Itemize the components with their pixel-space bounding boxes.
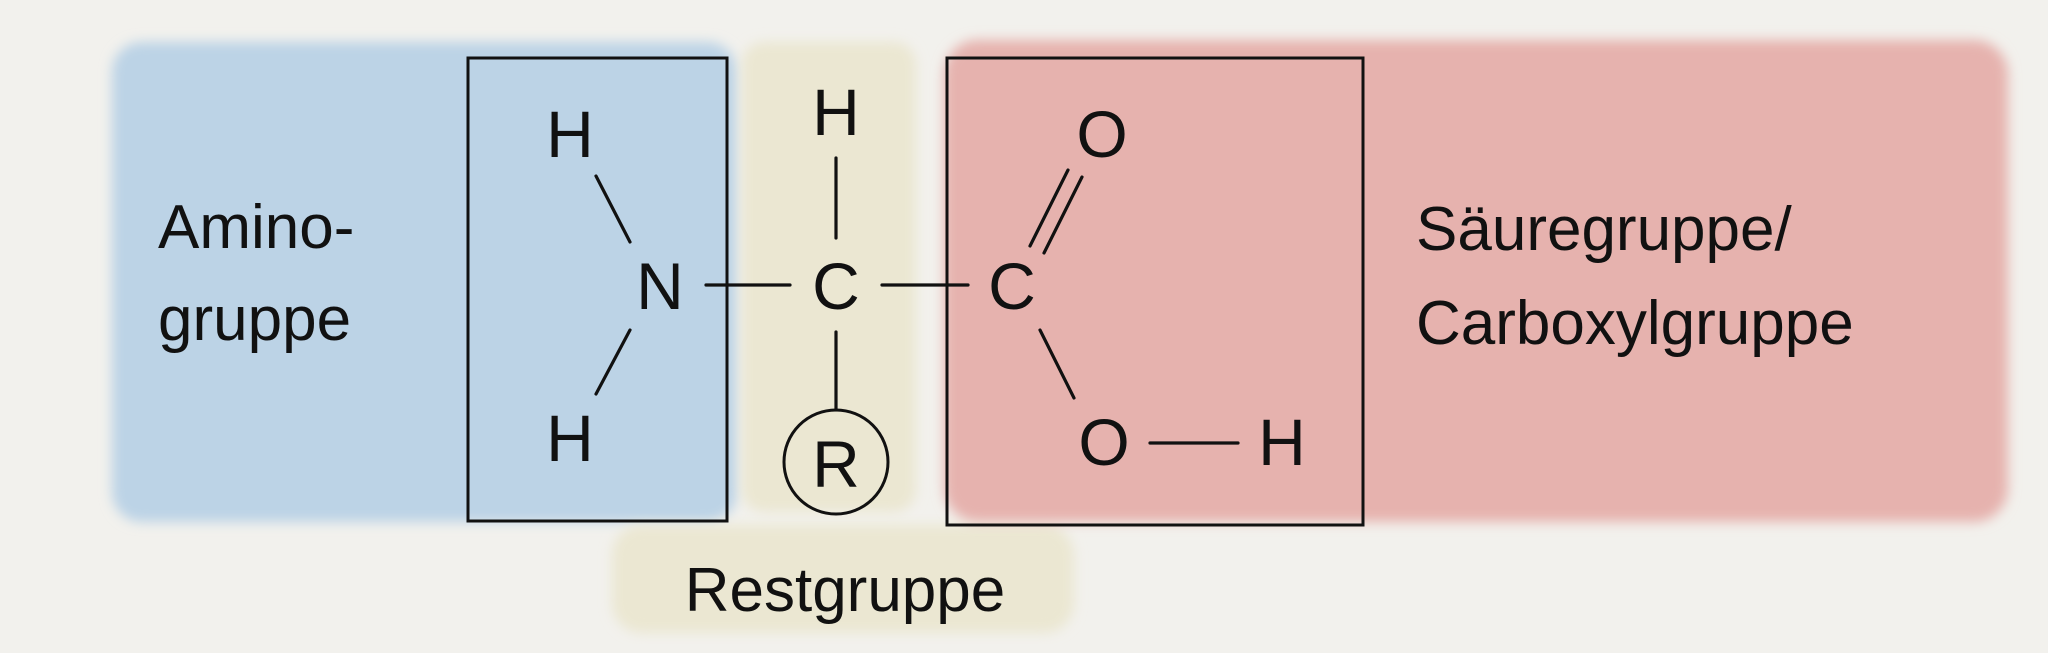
- atom-h-top-left: H: [546, 97, 594, 171]
- amino-group-highlight: [112, 42, 737, 522]
- rest-label: Restgruppe: [685, 556, 1006, 625]
- carboxyl-group-box: [945, 56, 1365, 527]
- atom-nitrogen: N: [636, 249, 684, 323]
- atom-alpha-carbon: C: [812, 249, 860, 323]
- atom-h-hydroxyl: H: [1258, 405, 1306, 479]
- atom-oxygen-hydroxyl: O: [1078, 405, 1129, 479]
- bond-h-n-bottom: [594, 328, 632, 396]
- bond-c-o-single: [1038, 328, 1076, 400]
- acid-group-highlight: [944, 40, 2008, 522]
- bond-c-o-double-b: [1042, 175, 1084, 255]
- residue-circle: [782, 408, 890, 516]
- atom-carboxyl-carbon: C: [988, 249, 1036, 323]
- amino-label-line2: gruppe: [158, 285, 351, 354]
- bond-c-o-double-a: [1028, 168, 1070, 248]
- amino-label-line1: Amino-: [158, 193, 354, 262]
- rest-group-highlight: [742, 42, 916, 512]
- acid-label-line2: Carboxylgruppe: [1416, 289, 1854, 358]
- atom-oxygen-double: O: [1076, 97, 1127, 171]
- atom-residue: R: [812, 427, 860, 501]
- rest-label-highlight: [612, 525, 1074, 633]
- amino-group-box: [466, 56, 729, 523]
- bond-h-n-top: [594, 174, 632, 244]
- acid-label-line1: Säuregruppe/: [1416, 195, 1792, 264]
- atom-h-top-center: H: [812, 75, 860, 149]
- atom-h-bottom-left: H: [546, 401, 594, 475]
